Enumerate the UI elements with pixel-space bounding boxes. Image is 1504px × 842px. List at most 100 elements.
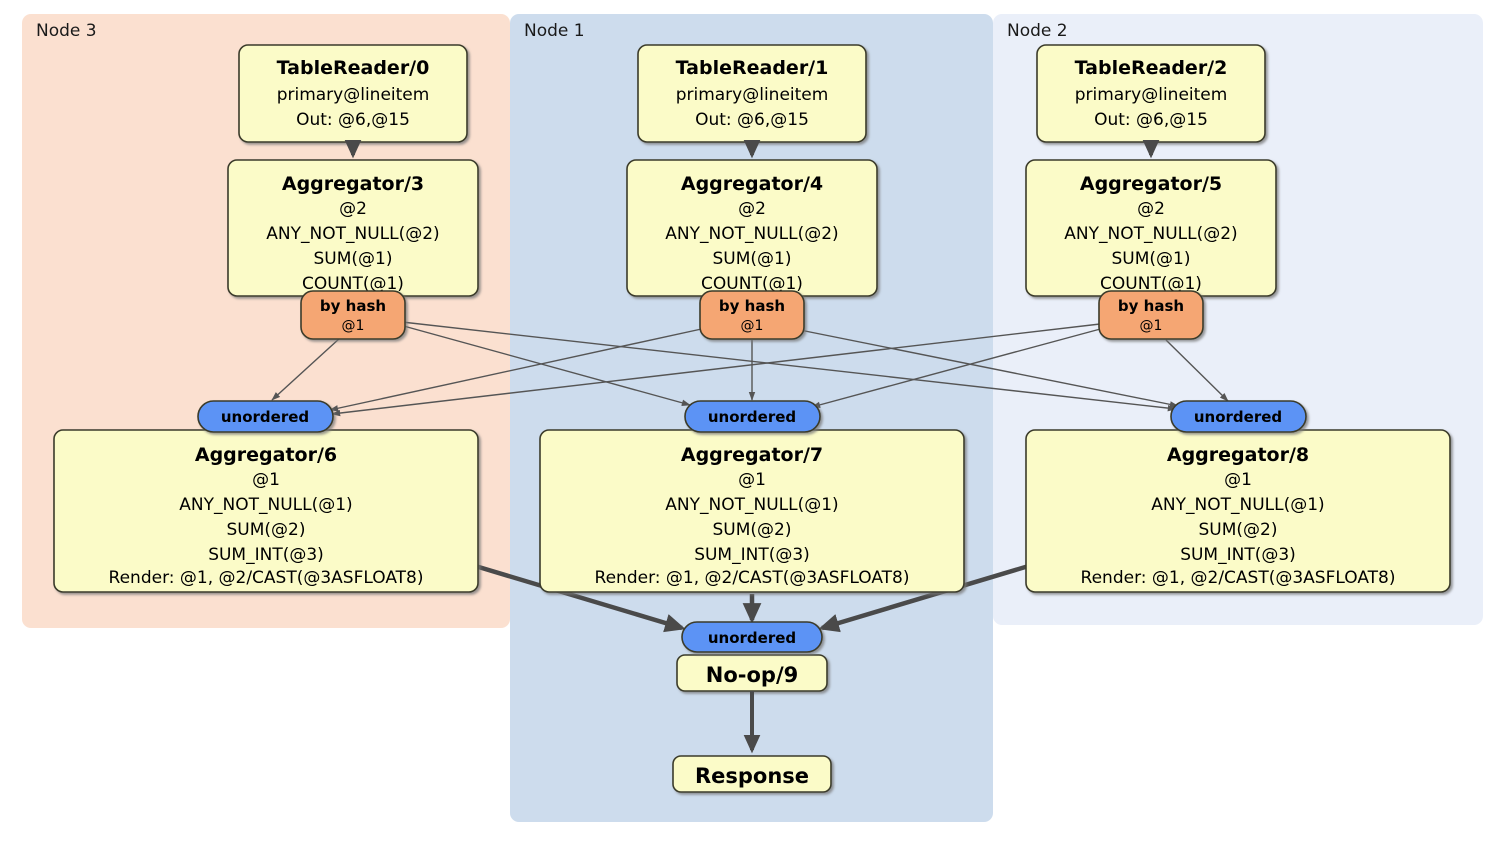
unordered-final-merge-label: unordered: [708, 629, 796, 647]
byhash-router-5-label: by hash: [1118, 297, 1184, 315]
aggregator-3-line-0: @2: [339, 199, 367, 219]
edge-byhash3-to-unordered6: [271, 337, 341, 401]
aggregator-6-title: Aggregator/6: [195, 444, 337, 466]
aggregator-3-title: Aggregator/3: [282, 173, 424, 195]
byhash-router-3-sub: @1: [342, 318, 365, 334]
edge-byhash5-to-unordered8: [1165, 339, 1229, 402]
edge-byhash4-to-unordered6: [329, 327, 707, 412]
byhash-router-4-shape[interactable]: [699, 290, 805, 340]
aggregator-8-line-0: @1: [1224, 470, 1252, 490]
aggregator-8-line-2: SUM(@2): [1199, 520, 1278, 540]
response-node[interactable]: Response: [672, 755, 832, 793]
aggregator-6-line-3: SUM_INT(@3): [208, 545, 324, 565]
table-reader-nodes: TableReader/0 primary@lineitem Out: @6,@…: [238, 44, 1266, 143]
hash-router-nodes: by hash @1 by hash @1 by hash @1: [300, 290, 1204, 340]
aggregator-8-title: Aggregator/8: [1167, 444, 1309, 466]
unordered-input-8-shape[interactable]: [1170, 400, 1307, 433]
node1-panel-label: Node 1: [524, 21, 585, 41]
aggregator-4-title: Aggregator/4: [681, 173, 823, 195]
unordered-input-6[interactable]: unordered: [197, 400, 334, 433]
aggregator-4-line-0: @2: [738, 199, 766, 219]
local-aggregator-nodes: Aggregator/3 @2 ANY_NOT_NULL(@2) SUM(@1)…: [227, 159, 1277, 297]
response-title: Response: [695, 764, 809, 788]
aggregator-8[interactable]: Aggregator/8 @1 ANY_NOT_NULL(@1) SUM(@2)…: [1025, 429, 1451, 593]
unordered-input-8-label: unordered: [1194, 408, 1282, 426]
aggregator-8-line-3: SUM_INT(@3): [1180, 545, 1296, 565]
aggregator-3-line-2: SUM(@1): [314, 249, 393, 269]
aggregator-3-line-3: COUNT(@1): [302, 274, 404, 294]
edge-byhash5-to-unordered7: [811, 327, 1105, 409]
aggregator-5-line-2: SUM(@1): [1112, 249, 1191, 269]
aggregator-3-line-1: ANY_NOT_NULL(@2): [266, 224, 439, 244]
aggregator-7-line-3: SUM_INT(@3): [694, 545, 810, 565]
aggregator-6-line-1: ANY_NOT_NULL(@1): [179, 495, 352, 515]
tablereader-0-line-0: primary@lineitem: [277, 85, 430, 105]
unordered-input-7[interactable]: unordered: [684, 400, 821, 433]
shuffle-edges: [271, 321, 1229, 417]
tablereader-2-line-0: primary@lineitem: [1075, 85, 1228, 105]
unordered-final-merge-shape[interactable]: [681, 621, 823, 653]
aggregator-6-line-2: SUM(@2): [227, 520, 306, 540]
tablereader-0-line-1: Out: @6,@15: [296, 110, 410, 130]
aggregator-7-line-1: ANY_NOT_NULL(@1): [665, 495, 838, 515]
tablereader-1-line-0: primary@lineitem: [676, 85, 829, 105]
aggregator-8-line-4: Render: @1, @2/CAST(@3ASFLOAT8): [1081, 568, 1396, 588]
byhash-router-5[interactable]: by hash @1: [1098, 290, 1204, 340]
noop-9[interactable]: No-op/9: [676, 654, 828, 692]
unordered-final-merge[interactable]: unordered: [681, 621, 823, 653]
aggregator-4-line-1: ANY_NOT_NULL(@2): [665, 224, 838, 244]
unordered-input-6-shape[interactable]: [197, 400, 334, 433]
reader-to-aggregator-edges: [344, 140, 1160, 159]
aggregator-7-title: Aggregator/7: [681, 444, 823, 466]
edge-byhash5-to-unordered6: [331, 323, 1101, 417]
final-merge-edges: [471, 562, 1033, 633]
tablereader-0-title: TableReader/0: [277, 57, 430, 79]
aggregator-7[interactable]: Aggregator/7 @1 ANY_NOT_NULL(@1) SUM(@2)…: [539, 429, 965, 593]
aggregator-4[interactable]: Aggregator/4 @2 ANY_NOT_NULL(@2) SUM(@1)…: [626, 159, 878, 297]
aggregator-8-line-1: ANY_NOT_NULL(@1): [1151, 495, 1324, 515]
aggregator-7-line-0: @1: [738, 470, 766, 490]
aggregator-4-line-3: COUNT(@1): [701, 274, 803, 294]
aggregator-6[interactable]: Aggregator/6 @1 ANY_NOT_NULL(@1) SUM(@2)…: [53, 429, 479, 593]
edge-byhash3-to-unordered8: [401, 321, 1177, 412]
aggregator-5-line-3: COUNT(@1): [1100, 274, 1202, 294]
byhash-router-5-shape[interactable]: [1098, 290, 1204, 340]
unordered-input-7-shape[interactable]: [684, 400, 821, 433]
tablereader-1[interactable]: TableReader/1 primary@lineitem Out: @6,@…: [637, 44, 867, 143]
node3-panel-label: Node 3: [36, 21, 97, 41]
byhash-router-4[interactable]: by hash @1: [699, 290, 805, 340]
tablereader-2[interactable]: TableReader/2 primary@lineitem Out: @6,@…: [1036, 44, 1266, 143]
noop-stage: No-op/9 unordered: [676, 621, 828, 692]
response-box[interactable]: [672, 755, 832, 793]
final-aggregator-nodes: Aggregator/6 @1 ANY_NOT_NULL(@1) SUM(@2)…: [53, 429, 1451, 593]
tablereader-0[interactable]: TableReader/0 primary@lineitem Out: @6,@…: [238, 44, 468, 143]
unordered-input-7-label: unordered: [708, 408, 796, 426]
byhash-router-3[interactable]: by hash @1: [300, 290, 406, 340]
aggregator-5-line-0: @2: [1137, 199, 1165, 219]
noop-9-title: No-op/9: [706, 663, 798, 687]
aggregator-4-line-2: SUM(@1): [713, 249, 792, 269]
unordered-input-6-label: unordered: [221, 408, 309, 426]
edge-aggregator6-to-final-unordered: [471, 562, 686, 633]
aggregator-3[interactable]: Aggregator/3 @2 ANY_NOT_NULL(@2) SUM(@1)…: [227, 159, 479, 297]
aggregator-5[interactable]: Aggregator/5 @2 ANY_NOT_NULL(@2) SUM(@1)…: [1025, 159, 1277, 297]
node2-panel-label: Node 2: [1007, 21, 1068, 41]
aggregator-7-line-2: SUM(@2): [713, 520, 792, 540]
tablereader-1-line-1: Out: @6,@15: [695, 110, 809, 130]
byhash-router-4-label: by hash: [719, 297, 785, 315]
tablereader-2-title: TableReader/2: [1075, 57, 1228, 79]
aggregator-6-line-0: @1: [252, 470, 280, 490]
byhash-router-3-shape[interactable]: [300, 290, 406, 340]
unordered-input-8[interactable]: unordered: [1170, 400, 1307, 433]
aggregator-7-line-4: Render: @1, @2/CAST(@3ASFLOAT8): [595, 568, 910, 588]
aggregator-5-line-1: ANY_NOT_NULL(@2): [1064, 224, 1237, 244]
aggregator-5-title: Aggregator/5: [1080, 173, 1222, 195]
byhash-router-4-sub: @1: [741, 318, 764, 334]
byhash-router-5-sub: @1: [1140, 318, 1163, 334]
aggregator-6-line-4: Render: @1, @2/CAST(@3ASFLOAT8): [109, 568, 424, 588]
tablereader-1-title: TableReader/1: [676, 57, 829, 79]
edge-aggregator8-to-final-unordered: [818, 562, 1033, 633]
byhash-router-3-label: by hash: [320, 297, 386, 315]
edge-byhash4-to-unordered8: [799, 329, 1179, 408]
